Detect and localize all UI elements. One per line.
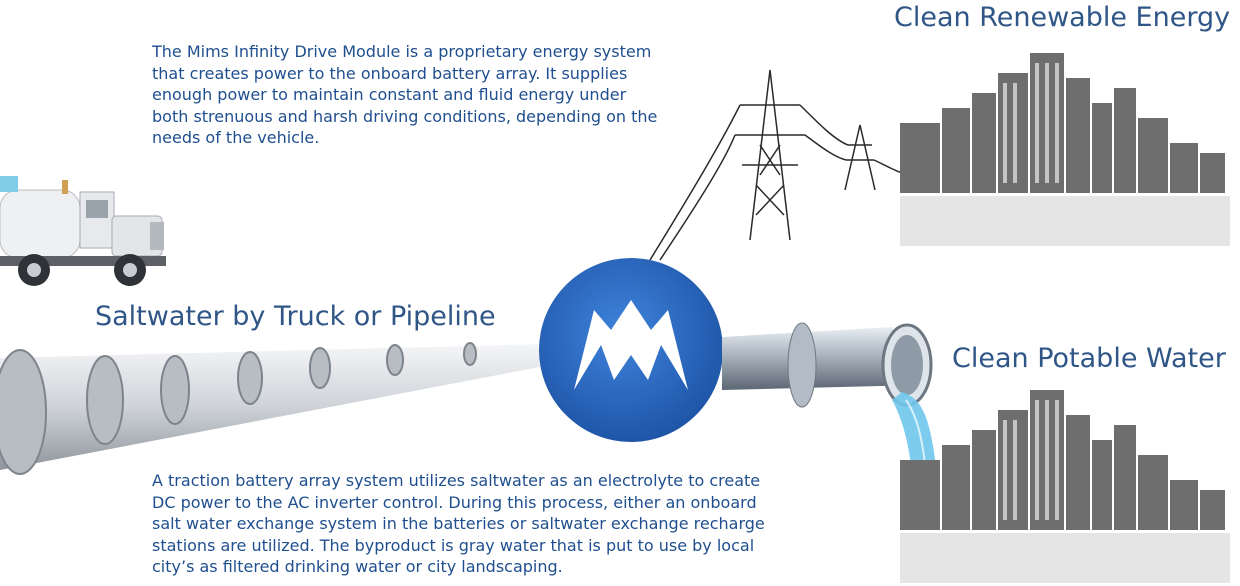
battery-array-line: city’s as filtered drinking water or cit… [152, 557, 563, 577]
drive-module-line: enough power to maintain constant and fl… [152, 85, 627, 105]
pipeline-image [0, 342, 545, 475]
truck-image [0, 176, 166, 286]
battery-array-description: A traction battery array system utilizes… [152, 470, 872, 578]
battery-array-line: A traction battery array system utilizes… [152, 471, 761, 490]
drive-module-description: The Mims Infinity Drive Module is a prop… [152, 41, 752, 149]
battery-array-line: DC power to the AC inverter control. Dur… [152, 492, 757, 512]
drive-module-line: that creates power to the onboard batter… [152, 63, 628, 83]
battery-array-line: salt water exchange system in the batter… [152, 514, 765, 534]
logo-mark [539, 258, 723, 442]
saltwater-heading: Saltwater by Truck or Pipeline [95, 301, 496, 332]
city-skyline-image [900, 53, 1230, 246]
city-skyline-image [900, 390, 1230, 583]
battery-array-line: stations are utilized. The byproduct is … [152, 535, 755, 555]
power-tower-image [649, 69, 910, 261]
drive-module-line: needs of the vehicle. [152, 128, 320, 148]
clean-energy-heading: Clean Renewable Energy [894, 2, 1231, 33]
clean-water-heading: Clean Potable Water [952, 343, 1226, 374]
steel-pipe-image [722, 322, 933, 408]
drive-module-line: both strenuous and harsh driving conditi… [152, 106, 658, 126]
drive-module-line: The Mims Infinity Drive Module is a prop… [152, 42, 652, 61]
